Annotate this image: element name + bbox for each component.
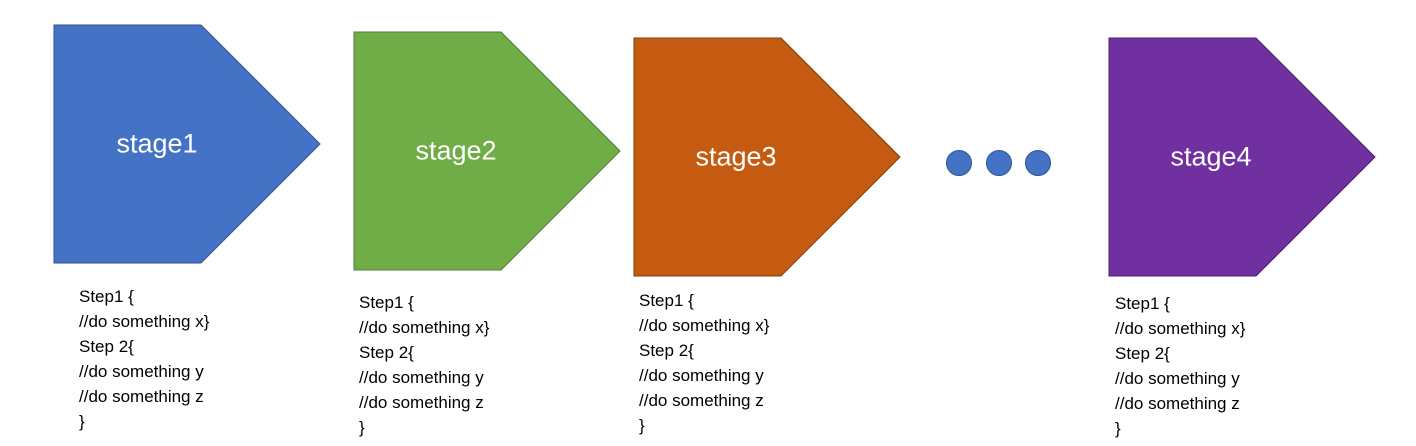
stage-4-step-line: Step 2{ (1115, 344, 1170, 363)
ellipsis-dot (1025, 150, 1051, 176)
stage-4-step-line: } (1115, 419, 1121, 438)
stage-2-label: stage2 (415, 135, 497, 166)
stage-4-step-line: Step1 { (1115, 294, 1170, 313)
stage-3-label: stage3 (695, 141, 777, 172)
stage-2-step-line: Step1 { (359, 293, 414, 312)
stage-3-steps: Step1 { //do something x} Step 2{ //do s… (639, 288, 769, 438)
ellipsis-dot (946, 150, 972, 176)
stage-2: stage2 (353, 31, 621, 271)
stage-2-arrow-shape (353, 31, 621, 271)
stage-3-arrow-shape (633, 37, 901, 277)
stage-1-steps: Step1 { //do something x} Step 2{ //do s… (79, 284, 209, 434)
stage-3-step-line: Step1 { (639, 291, 694, 310)
stage-2-step-line: } (359, 418, 365, 437)
stage-3: stage3 (633, 37, 901, 277)
stage-1-step-line: Step1 { (79, 287, 134, 306)
stage-1-label: stage1 (116, 128, 198, 159)
stage-3-step-line: //do something z (639, 391, 764, 410)
stage-1-step-line: //do something z (79, 387, 204, 406)
stage-1-step-line: Step 2{ (79, 337, 134, 356)
stage-2-step-line: Step 2{ (359, 343, 414, 362)
stage-1-step-line: } (79, 412, 85, 431)
stage-1-step-line: //do something x} (79, 312, 210, 331)
stage-1: stage1 (53, 24, 321, 264)
stage-4: stage4 (1108, 37, 1376, 277)
stage-4-step-line: //do something x} (1115, 319, 1246, 338)
stage-2-step-line: //do something x} (359, 318, 490, 337)
ellipsis-dot (986, 150, 1012, 176)
stage-1-arrow-shape (53, 24, 321, 264)
stage-2-step-line: //do something y (359, 368, 484, 387)
stage-4-step-line: //do something z (1115, 394, 1240, 413)
stage-3-step-line: //do something x} (639, 316, 770, 335)
stage-3-step-line: Step 2{ (639, 341, 694, 360)
stage-4-label: stage4 (1170, 141, 1252, 172)
stage-3-step-line: } (639, 416, 645, 435)
stage-4-arrow-shape (1108, 37, 1376, 277)
stage-2-step-line: //do something z (359, 393, 484, 412)
stage-4-step-line: //do something y (1115, 369, 1240, 388)
stage-2-steps: Step1 { //do something x} Step 2{ //do s… (359, 290, 489, 440)
stage-3-step-line: //do something y (639, 366, 764, 385)
stage-1-step-line: //do something y (79, 362, 204, 381)
stage-4-steps: Step1 { //do something x} Step 2{ //do s… (1115, 291, 1245, 441)
